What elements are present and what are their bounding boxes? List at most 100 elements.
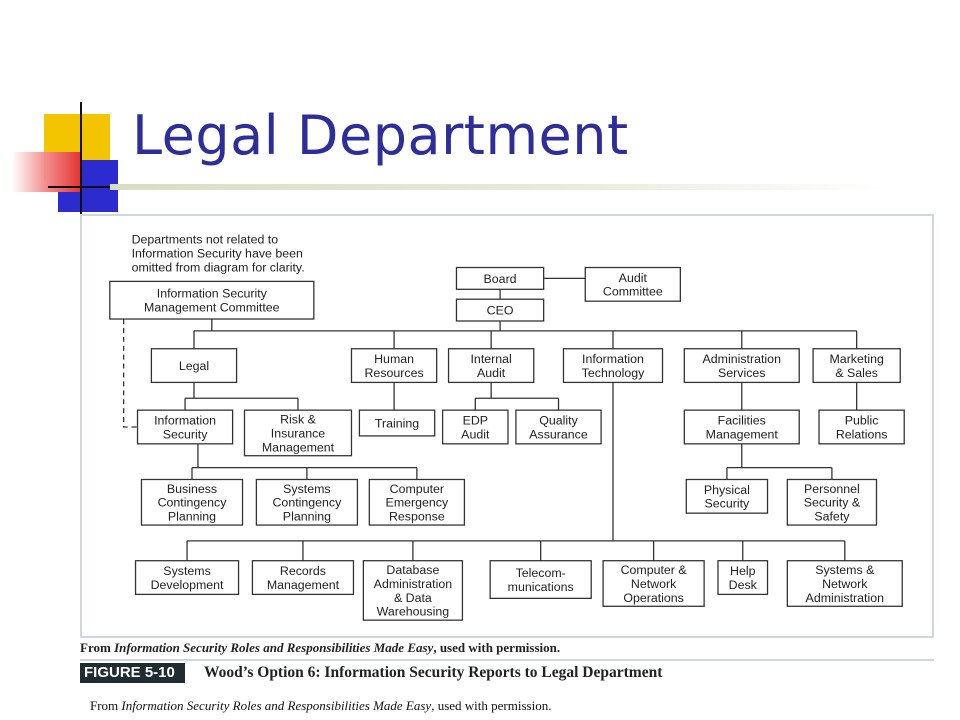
slide-credit-suffix: , used with permission. <box>431 698 552 713</box>
org-chart-figure: Departments not related to Information S… <box>80 214 934 638</box>
org-node-label: Public <box>845 414 879 428</box>
org-node-label: Database <box>386 563 439 577</box>
org-chart: Departments not related to Information S… <box>109 233 905 621</box>
org-node-box <box>368 478 466 526</box>
org-node-label: Assurance <box>529 427 588 441</box>
org-node-label: Response <box>389 510 445 524</box>
slide-credit-prefix: From <box>90 698 122 713</box>
org-node-box <box>812 348 901 384</box>
org-node-label: Records <box>280 564 326 578</box>
org-node-label: Training <box>375 416 419 430</box>
org-node-box <box>584 266 681 302</box>
title-ornament-horizontal-line <box>48 186 118 188</box>
org-node-box <box>786 478 878 526</box>
org-node-label: Business <box>167 482 217 496</box>
org-node-label: Security <box>705 497 751 511</box>
org-node-label: Planning <box>283 510 331 524</box>
org-node-label: Audit <box>477 366 506 380</box>
org-node-box <box>818 409 905 445</box>
org-node-box <box>251 560 355 596</box>
org-node-box <box>562 348 664 384</box>
org-node-label: Human <box>374 352 414 366</box>
figure-credit-source: Information Security Roles and Responsib… <box>114 640 434 655</box>
org-node-box <box>109 280 315 320</box>
org-node-box <box>150 348 238 384</box>
org-node-box <box>717 560 769 596</box>
org-node-box <box>441 409 509 445</box>
org-node-label: Contingency <box>273 496 343 510</box>
org-node-training: Training <box>358 409 436 437</box>
org-node-label: Quality <box>539 414 578 428</box>
org-node-box <box>136 409 234 445</box>
org-node-box <box>786 560 903 607</box>
org-node-label: Network <box>822 577 868 591</box>
org-node-label: Network <box>631 577 677 591</box>
org-node-box <box>140 478 244 526</box>
org-node-label: Telecom- <box>516 566 566 580</box>
org-node-label: munications <box>508 580 574 594</box>
org-node-label: Relations <box>836 427 888 441</box>
org-node-label: Safety <box>814 510 850 524</box>
org-node-label: Risk & <box>280 413 316 427</box>
org-node-label: Information <box>154 414 216 428</box>
figure-credit-suffix: , used with permission. <box>433 640 561 655</box>
org-node-box <box>358 409 436 437</box>
org-node-label: Systems <box>283 482 330 496</box>
connector-lines <box>123 277 858 561</box>
org-node-label: Help <box>730 564 756 578</box>
org-node-box <box>683 409 800 445</box>
org-node-label: Audit <box>461 427 490 441</box>
figure-caption-bar: FIGURE 5-10 Wood’s Option 6: Information… <box>80 659 934 683</box>
org-node-label: Security & <box>804 496 861 510</box>
dotted-line-connector <box>123 319 138 428</box>
org-node-label: Personnel <box>804 482 860 496</box>
org-node-box <box>243 409 353 457</box>
org-node-box <box>455 266 545 290</box>
org-node-label: Planning <box>168 510 216 524</box>
org-node-box <box>515 409 602 445</box>
diagram-note-line: Information Security have been <box>132 247 303 261</box>
org-node-box <box>447 348 535 384</box>
org-node-label: Technology <box>582 366 645 380</box>
slide-credit: From Information Security Roles and Resp… <box>90 698 551 714</box>
org-node-label: Insurance <box>271 426 325 440</box>
diagram-note-line: Departments not related to <box>132 233 279 247</box>
org-node-label: Committee <box>603 285 663 299</box>
org-node-box <box>350 348 438 384</box>
org-node-legal: Legal <box>150 348 238 384</box>
diagram-note: Departments not related to Information S… <box>132 233 307 275</box>
org-node-label: Management <box>267 578 340 592</box>
title-ornament-vertical-line <box>80 102 82 214</box>
org-node-label: Contingency <box>158 496 228 510</box>
org-node-label: Information Security <box>157 287 268 301</box>
org-node-label: Development <box>151 578 224 592</box>
org-node-label: Management <box>706 427 779 441</box>
org-node-box <box>489 560 592 600</box>
org-node-label: Computer & <box>621 563 688 577</box>
org-node-box <box>685 478 769 514</box>
org-node-label: Resources <box>364 366 423 380</box>
org-node-label: Facilities <box>718 414 766 428</box>
org-node-label: Operations <box>623 591 684 605</box>
org-node-label: Administration <box>703 352 782 366</box>
org-node-label: Desk <box>729 578 758 592</box>
org-node-box <box>602 560 705 607</box>
title-ornament-red <box>12 152 82 192</box>
org-node-label: Warehousing <box>377 605 450 619</box>
